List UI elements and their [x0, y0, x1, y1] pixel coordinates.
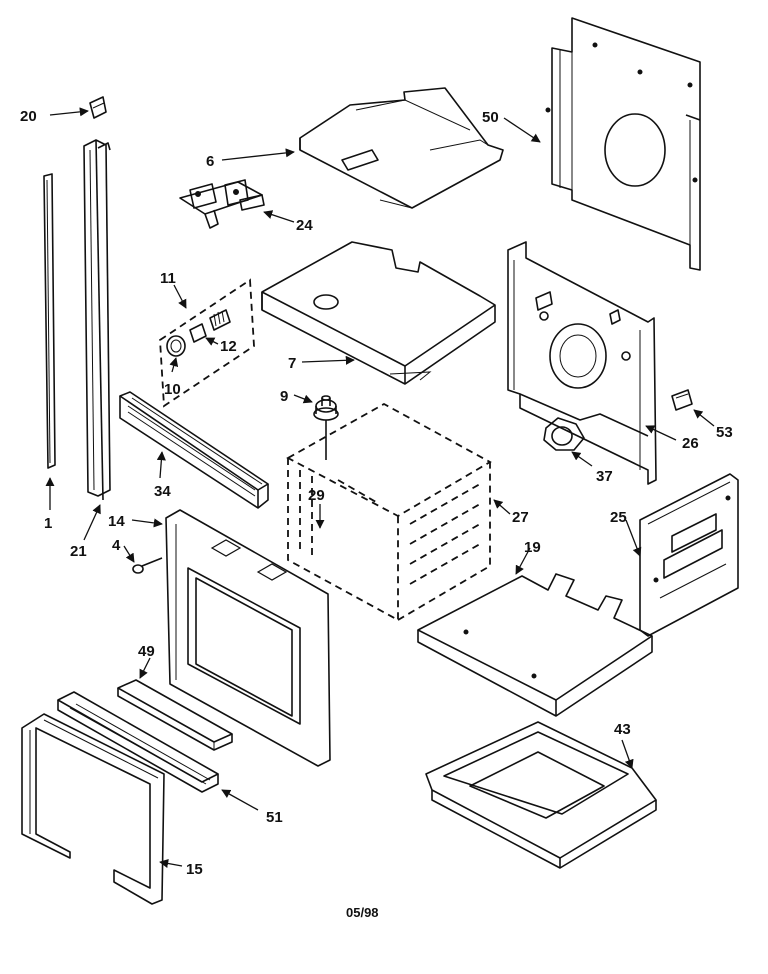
callout-29: 29 — [308, 487, 325, 504]
callout-53: 53 — [716, 424, 733, 441]
leader-25 — [625, 519, 642, 557]
part-43-base-pan — [425, 721, 657, 869]
leader-6 — [221, 148, 295, 161]
leader-50 — [503, 117, 541, 143]
callout-4: 4 — [112, 537, 121, 554]
part-50-rear-panel — [545, 17, 701, 271]
callout-34: 34 — [154, 483, 171, 500]
callout-6: 6 — [206, 153, 214, 170]
leader-14 — [131, 518, 163, 528]
part-53-clip — [671, 389, 693, 411]
part-14-front-frame — [165, 509, 331, 767]
leader-7 — [301, 355, 355, 365]
callout-20: 20 — [20, 108, 37, 125]
part-51-vent-strip — [57, 691, 219, 793]
callout-26: 26 — [682, 435, 699, 452]
part-15-door-gasket — [21, 713, 165, 905]
callout-24: 24 — [296, 217, 313, 234]
leader-11 — [173, 284, 187, 309]
part-7-top-tray — [261, 241, 496, 385]
callout-21: 21 — [70, 543, 87, 560]
callout-27: 27 — [512, 509, 529, 526]
part-49-trim-bar — [117, 679, 233, 751]
leader-43 — [621, 739, 634, 769]
part-10-knob — [166, 335, 186, 357]
part-19-bottom-tray — [417, 573, 653, 717]
part-26-rear-cavity-panel — [507, 241, 657, 485]
callout-51: 51 — [266, 809, 283, 826]
leader-10 — [169, 357, 179, 373]
callout-25: 25 — [610, 509, 627, 526]
part-9-sensor — [313, 395, 339, 460]
part-6-top-panel — [299, 87, 504, 209]
part-24-switch-assembly — [179, 179, 265, 229]
group-11-bracket — [159, 278, 255, 408]
callout-12: 12 — [220, 338, 237, 355]
leader-53 — [693, 409, 715, 427]
callout-37: 37 — [596, 468, 613, 485]
callout-43: 43 — [614, 721, 631, 738]
callout-10: 10 — [164, 381, 181, 398]
callout-15: 15 — [186, 861, 203, 878]
leader-9 — [293, 394, 313, 404]
leader-4 — [123, 545, 135, 563]
part-12-knob-insert — [189, 309, 231, 343]
leader-24 — [263, 210, 295, 223]
callout-9: 9 — [280, 388, 288, 405]
leader-12 — [205, 337, 219, 346]
callout-1: 1 — [44, 515, 52, 532]
leader-27 — [493, 499, 511, 515]
leader-26 — [645, 425, 677, 441]
part-27-oven-cavity — [286, 402, 492, 622]
leader-21 — [83, 504, 101, 541]
date-code: 05/98 — [346, 905, 379, 920]
leader-19 — [515, 547, 531, 575]
part-1-side-trim — [43, 173, 56, 469]
part-4-screw — [132, 557, 163, 574]
leader-49 — [139, 657, 151, 679]
part-25-side-panel — [639, 473, 739, 637]
callout-19: 19 — [524, 539, 541, 556]
leader-15 — [159, 858, 183, 868]
callout-11: 11 — [160, 270, 176, 287]
callout-7: 7 — [288, 355, 296, 372]
part-21-side-channel — [83, 139, 111, 501]
part-37-gasket — [543, 417, 585, 451]
leader-37 — [571, 451, 593, 467]
callout-50: 50 — [482, 109, 499, 126]
part-34-vent-grille — [119, 391, 269, 509]
leader-51 — [221, 789, 259, 811]
callout-49: 49 — [138, 643, 155, 660]
leader-20 — [49, 107, 89, 117]
part-20-clip — [89, 96, 107, 119]
leader-34 — [156, 451, 166, 479]
callout-14: 14 — [108, 513, 125, 530]
